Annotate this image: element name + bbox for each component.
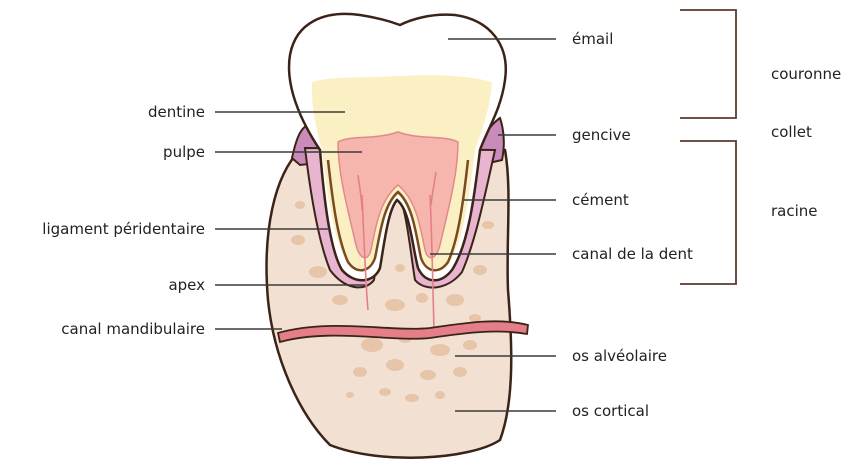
label-ligament: ligament péridentaire — [42, 220, 205, 238]
label-canal-mandibulaire: canal mandibulaire — [61, 320, 205, 338]
section-brackets — [680, 10, 736, 284]
label-cement: cément — [572, 191, 629, 209]
label-pulpe: pulpe — [163, 143, 205, 161]
section-racine: racine — [771, 202, 818, 220]
section-collet: collet — [771, 123, 812, 141]
label-gencive: gencive — [572, 126, 631, 144]
label-os-cortical: os cortical — [572, 402, 649, 420]
label-os-alveolaire: os alvéolaire — [572, 347, 667, 365]
label-apex: apex — [168, 276, 205, 294]
label-dentine: dentine — [148, 103, 205, 121]
label-canal-dent: canal de la dent — [572, 245, 693, 263]
section-couronne: couronne — [771, 65, 841, 83]
label-email: émail — [572, 30, 613, 48]
crown-bracket — [680, 10, 736, 118]
